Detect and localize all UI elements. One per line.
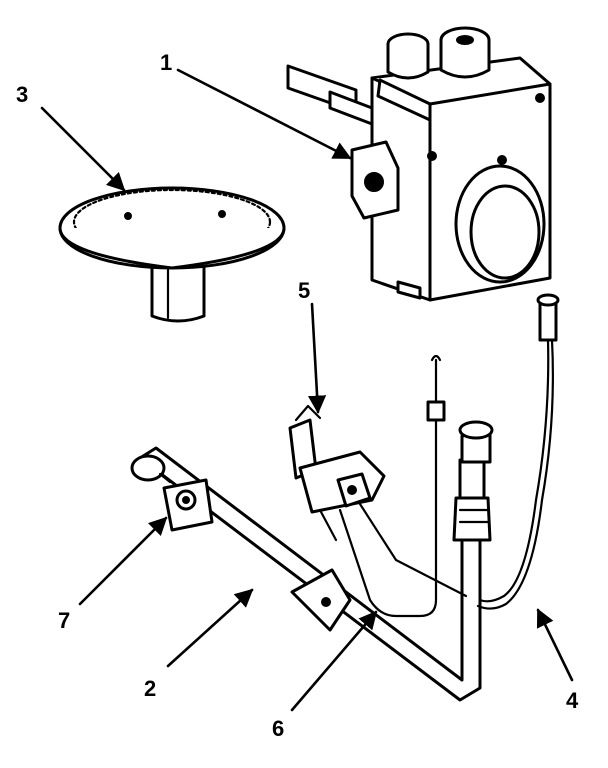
leader-2: [166, 588, 254, 668]
burner-supply-tube: [130, 420, 494, 702]
callout-4: 4: [566, 688, 579, 713]
leader-3: [40, 106, 126, 192]
callout-2: 2: [144, 676, 156, 701]
leader-6: [290, 610, 378, 712]
callout-labels: 1 2 3 4 5 6 7: [16, 50, 579, 741]
leader-5: [308, 302, 327, 414]
leader-7: [78, 516, 168, 606]
callout-6: 6: [272, 716, 284, 741]
callout-3: 3: [16, 82, 28, 107]
leader-lines: [40, 68, 574, 712]
pilot-tubing: [338, 354, 468, 618]
leader-1: [176, 68, 352, 160]
callout-7: 7: [58, 608, 70, 633]
callout-5: 5: [298, 278, 310, 303]
callout-1: 1: [160, 50, 172, 75]
burner-head: [58, 186, 286, 323]
thermocouple: [476, 293, 560, 610]
gas-control-valve: [286, 26, 552, 302]
pilot-assembly: [288, 404, 386, 542]
leader-4: [536, 608, 574, 682]
orifice-bracket: [162, 478, 214, 532]
